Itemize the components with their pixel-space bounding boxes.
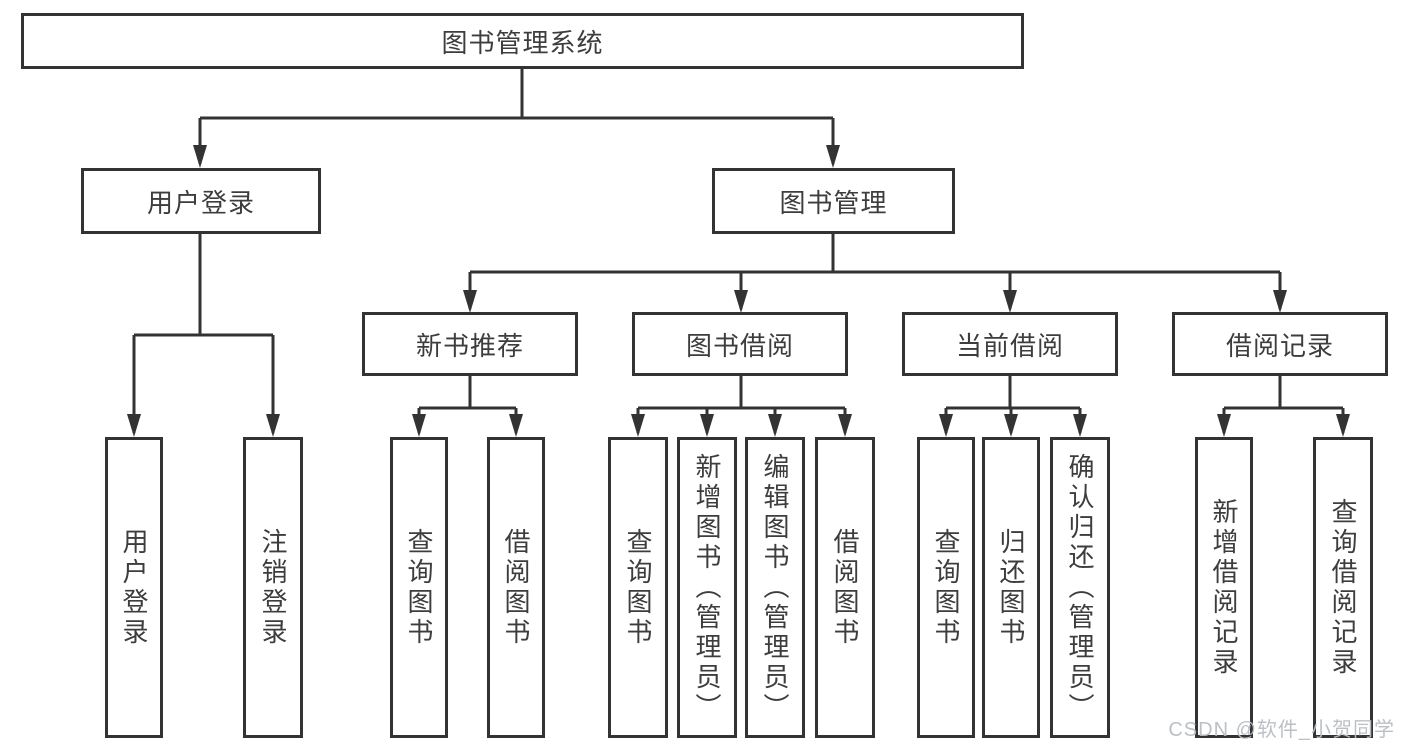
leaf-label: 查询借阅记录 [1328,497,1358,678]
node-borrowing-records: 借阅记录 [1172,312,1388,376]
leaf-query-borrow-record: 查询借阅记录 [1313,437,1373,738]
leaf-borrow-books-recommend: 借阅图书 [487,437,545,738]
leaf-label: 查询图书 [623,527,653,648]
node-book-management: 图书管理 [712,168,955,234]
leaf-edit-books-admin: 编辑图书（管理员） [745,437,805,738]
leaf-add-borrow-record: 新增借阅记录 [1195,437,1253,738]
leaf-label: 确认归还（管理员） [1065,452,1095,723]
connector-paths [132,68,1345,433]
leaf-return-books: 归还图书 [982,437,1040,738]
leaf-user-login: 用户登录 [105,437,163,738]
leaf-query-books-current: 查询图书 [917,437,975,738]
node-library-management-system: 图书管理系统 [21,13,1024,69]
node-user-login: 用户登录 [81,168,321,234]
leaf-query-books-recommend: 查询图书 [390,437,448,738]
leaf-label: 借阅图书 [830,527,860,648]
leaf-logout: 注销登录 [243,437,303,738]
leaf-label: 查询图书 [404,527,434,648]
leaf-borrow-books: 借阅图书 [815,437,875,738]
leaf-label: 编辑图书（管理员） [760,452,790,723]
leaf-label: 用户登录 [119,527,149,648]
node-current-borrowing: 当前借阅 [902,312,1118,376]
leaf-add-books-admin: 新增图书（管理员） [677,437,737,738]
leaf-label: 注销登录 [258,527,288,648]
watermark-text: CSDN @软件_小贺同学 [1168,719,1395,741]
leaf-label: 新增借阅记录 [1209,497,1239,678]
leaf-label: 借阅图书 [501,527,531,648]
leaf-confirm-return-admin: 确认归还（管理员） [1050,437,1110,738]
leaf-query-books-borrowing: 查询图书 [608,437,668,738]
leaf-label: 新增图书（管理员） [692,452,722,723]
leaf-label: 归还图书 [996,527,1026,648]
leaf-label: 查询图书 [931,527,961,648]
arrowheads [127,145,1350,437]
node-new-book-recommendation: 新书推荐 [362,312,578,376]
node-book-borrowing: 图书借阅 [632,312,848,376]
